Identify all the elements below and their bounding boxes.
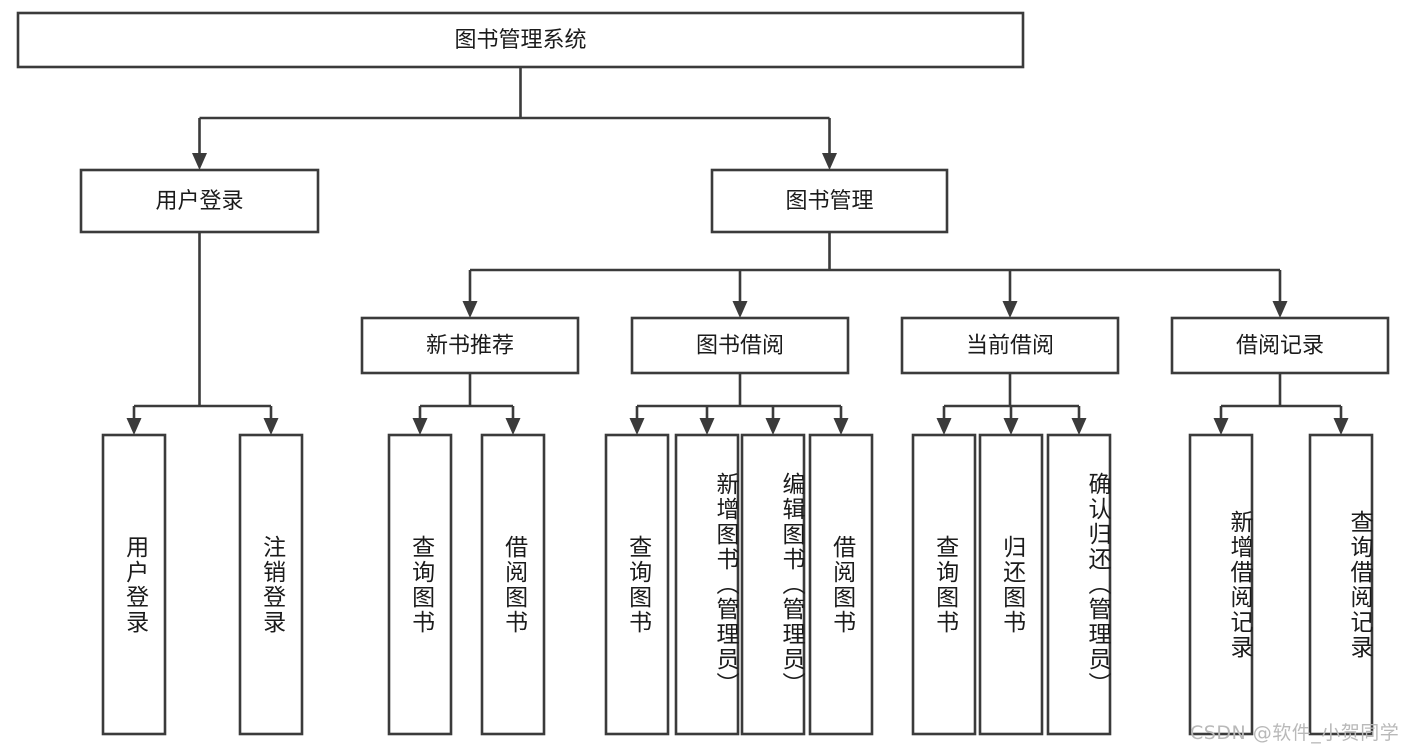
to-leaf-6-arrowhead [765,418,781,435]
connector-layer [126,67,1349,435]
leaf-node-10[interactable] [1046,433,1112,736]
l2-to-l3-1-arrowhead [732,301,748,318]
leaf-node-3[interactable] [480,433,546,736]
level2-node-0[interactable]: 用户登录 [79,168,320,234]
to-leaf-7-arrowhead [833,418,849,435]
level3-node-0-label: 新书推荐 [426,334,514,359]
to-leaf-12-arrowhead [1333,418,1349,435]
level2-node-1[interactable]: 图书管理 [710,168,949,234]
leaf-node-5[interactable] [674,433,740,736]
leaf-node-7[interactable] [808,433,874,736]
leaf-node-8[interactable] [911,433,977,736]
root-to-l2-0-arrowhead [192,153,207,170]
level3-node-1-rect[interactable] [630,316,850,375]
leaf-node-2[interactable] [387,433,453,736]
to-leaf-11-arrowhead [1213,418,1229,435]
leaf-node-9[interactable] [978,433,1044,736]
level3-node-1[interactable]: 图书借阅 [630,316,850,375]
l2-to-l3-2-arrowhead [1002,301,1018,318]
level2-node-0-label: 用户登录 [155,189,243,214]
root-node[interactable]: 图书管理系统 [16,11,1025,69]
level2-node-0-rect[interactable] [79,168,320,234]
level3-node-1-label: 图书借阅 [696,334,784,359]
to-leaf-5-arrowhead [699,418,715,435]
level2-node-1-rect[interactable] [710,168,949,234]
level3-node-0-rect[interactable] [360,316,580,375]
to-leaf-0-arrowhead [126,418,142,435]
to-leaf-9-arrowhead [1003,418,1019,435]
root-node-rect[interactable] [16,11,1025,69]
level2-node-1-label: 图书管理 [785,189,873,214]
level3-node-3-label: 借阅记录 [1236,334,1324,359]
to-leaf-4-arrowhead [629,418,645,435]
root-to-l2-1-arrowhead [822,153,837,170]
level3-node-2-label: 当前借阅 [966,334,1054,359]
csdn-watermark: CSDN @软件_小贺同学 [1190,722,1400,744]
to-leaf-2-arrowhead [412,418,428,435]
level3-node-0[interactable]: 新书推荐 [360,316,580,375]
to-leaf-1-arrowhead [263,418,279,435]
root-node-label: 图书管理系统 [454,28,586,53]
level3-node-3[interactable]: 借阅记录 [1170,316,1390,375]
l2-to-l3-3-arrowhead [1272,301,1288,318]
level3-node-2[interactable]: 当前借阅 [900,316,1120,375]
leaf-node-4[interactable] [604,433,670,736]
level3-node-2-rect[interactable] [900,316,1120,375]
to-leaf-10-arrowhead [1071,418,1087,435]
leaf-node-12[interactable] [1308,433,1374,736]
to-leaf-8-arrowhead [936,418,952,435]
leaf-node-6[interactable] [740,433,806,736]
leaf-node-0[interactable] [101,433,167,736]
leaf-node-11[interactable] [1188,433,1254,736]
level3-node-3-rect[interactable] [1170,316,1390,375]
leaf-node-1[interactable] [238,433,304,736]
to-leaf-3-arrowhead [505,418,521,435]
l2-to-l3-0-arrowhead [462,301,478,318]
